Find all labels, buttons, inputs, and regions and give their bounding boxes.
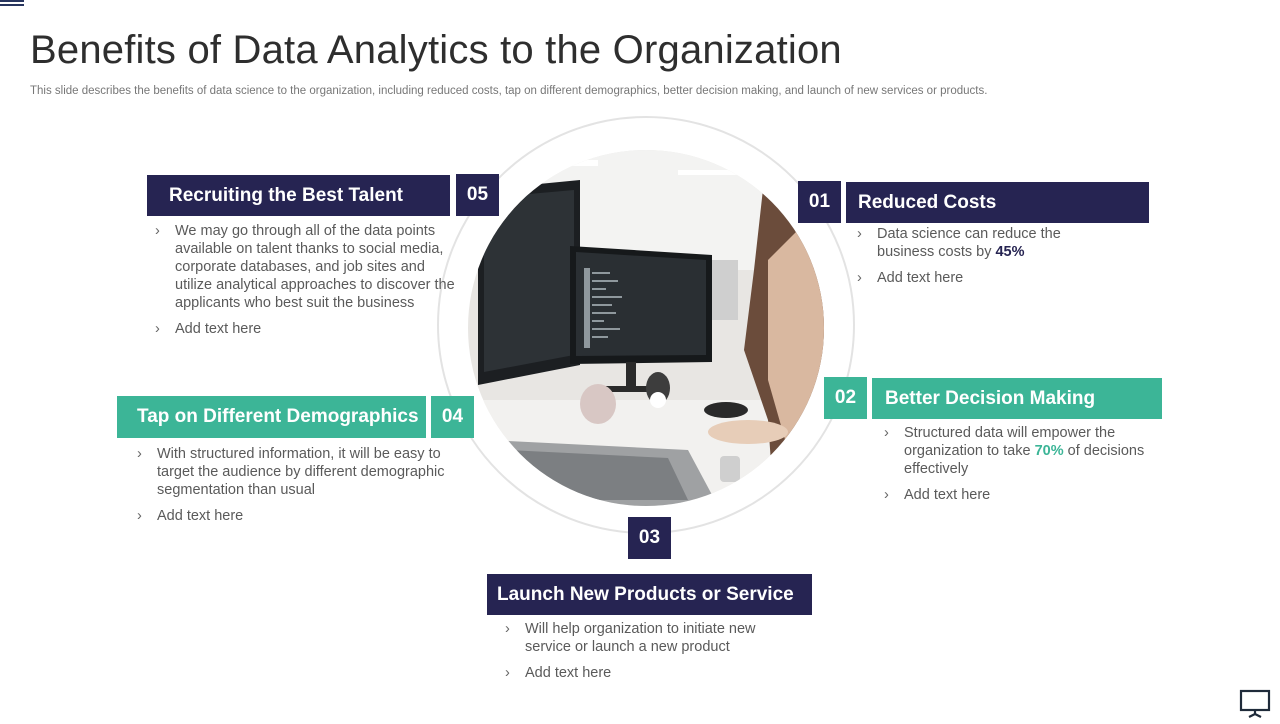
list-item: › Add text here — [884, 487, 991, 503]
heading-label: Reduced Costs — [858, 191, 997, 213]
heading-reduced-costs: Reduced Costs — [846, 182, 1149, 223]
number-badge-03: 03 — [628, 517, 671, 559]
slide-title: Benefits of Data Analytics to the Organi… — [30, 28, 842, 72]
chevron-right-icon: › — [857, 226, 862, 242]
heading-label: Launch New Products or Service — [497, 583, 794, 605]
heading-demographics: Tap on Different Demographics — [117, 396, 426, 438]
better-decision-bullets: › Structured data will empower the organ… — [884, 424, 1159, 512]
number-badge-01: 01 — [798, 181, 841, 223]
heading-launch-products: Launch New Products or Service — [487, 574, 812, 615]
list-item: › Add text here — [857, 270, 964, 286]
launch-bullets: › Will help organization to initiate new… — [505, 620, 775, 690]
chevron-right-icon: › — [137, 446, 142, 462]
chevron-right-icon: › — [155, 321, 160, 337]
demographics-bullets: › With structured information, it will b… — [137, 445, 457, 533]
presentation-icon[interactable] — [1238, 689, 1272, 719]
chevron-right-icon: › — [884, 425, 889, 441]
list-item: › With structured information, it will b… — [137, 446, 445, 498]
number-badge-04: 04 — [431, 396, 474, 438]
chevron-right-icon: › — [137, 508, 142, 524]
chevron-right-icon: › — [505, 621, 510, 637]
number-badge-05: 05 — [456, 174, 499, 216]
chevron-right-icon: › — [155, 223, 160, 239]
cost-reduction-value: 45% — [995, 244, 1025, 260]
reduced-costs-bullets: › Data science can reduce the business c… — [857, 225, 1117, 295]
list-item: › Add text here — [505, 665, 612, 681]
list-item: › Data science can reduce the business c… — [857, 226, 1061, 260]
heading-label: Tap on Different Demographics — [137, 406, 419, 427]
heading-label: Recruiting the Best Talent — [169, 184, 404, 206]
chevron-right-icon: › — [505, 665, 510, 681]
slide-subtitle: This slide describes the benefits of dat… — [30, 85, 988, 97]
list-item: › Add text here — [155, 321, 262, 337]
heading-recruiting-talent: Recruiting the Best Talent — [147, 175, 450, 216]
list-item: › We may go through all of the data poin… — [155, 223, 455, 311]
office-photo — [468, 150, 824, 506]
heading-better-decision: Better Decision Making — [872, 378, 1162, 419]
list-item: › Structured data will empower the organ… — [884, 425, 1145, 477]
list-item: › Will help organization to initiate new… — [505, 621, 756, 655]
decision-percent-value: 70% — [1034, 443, 1064, 459]
corner-decoration — [0, 0, 24, 6]
chevron-right-icon: › — [884, 487, 889, 503]
chevron-right-icon: › — [857, 270, 862, 286]
list-item: › Add text here — [137, 508, 244, 524]
number-badge-02: 02 — [824, 377, 867, 419]
talent-bullets: › We may go through all of the data poin… — [155, 222, 455, 346]
heading-label: Better Decision Making — [885, 387, 1096, 409]
